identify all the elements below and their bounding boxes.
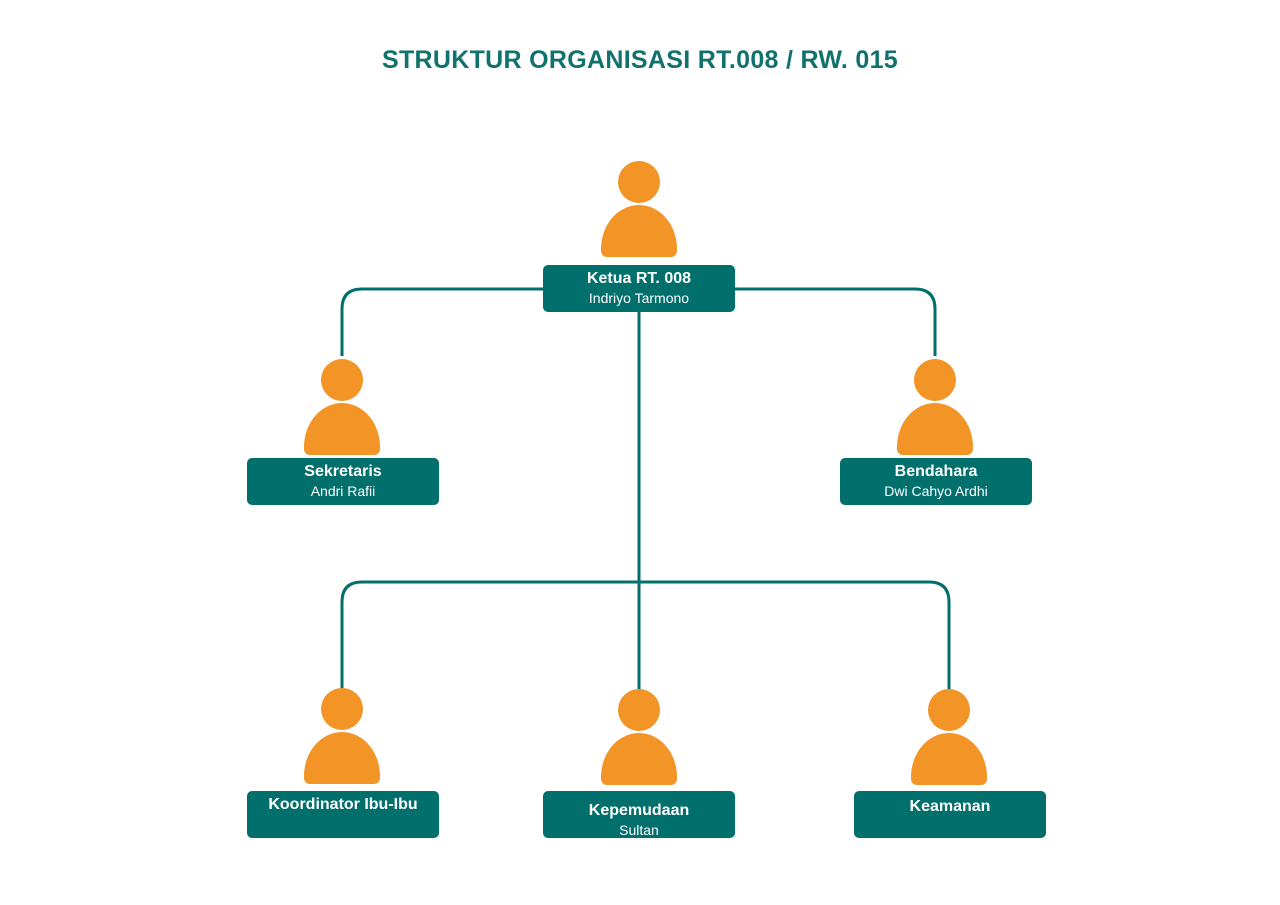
node-ketua: Ketua RT. 008 Indriyo Tarmono <box>543 265 735 312</box>
node-name: Andri Rafii <box>310 483 376 499</box>
node-name: Sultan <box>619 822 659 838</box>
person-icon <box>599 161 679 259</box>
node-role: Ketua RT. 008 <box>586 270 692 287</box>
person-icon <box>599 689 679 787</box>
node-role: Bendahara <box>894 463 978 480</box>
connector-bottom-branch <box>340 580 951 690</box>
person-icon <box>909 689 989 787</box>
person-icon <box>895 359 975 457</box>
node-name: Dwi Cahyo Ardhi <box>884 483 988 499</box>
connector-ketua-bendahara <box>735 287 937 356</box>
connector-ketua-sekretaris <box>340 287 543 356</box>
chart-title: STRUKTUR ORGANISASI RT.008 / RW. 015 <box>382 46 898 74</box>
node-kepemudaan: Kepemudaan Sultan <box>543 791 735 838</box>
node-role: Keamanan <box>909 798 991 815</box>
person-icon <box>302 688 382 786</box>
person-icon <box>302 359 382 457</box>
node-role: Sekretaris <box>304 463 382 480</box>
node-name: Indriyo Tarmono <box>588 290 690 306</box>
node-keamanan: Keamanan <box>854 791 1046 838</box>
node-role: Kepemudaan <box>588 802 690 819</box>
node-bendahara: Bendahara Dwi Cahyo Ardhi <box>840 458 1032 505</box>
node-koordinator: Koordinator Ibu-Ibu <box>247 791 439 838</box>
node-role: Koordinator Ibu-Ibu <box>268 796 418 813</box>
node-sekretaris: Sekretaris Andri Rafii <box>247 458 439 505</box>
